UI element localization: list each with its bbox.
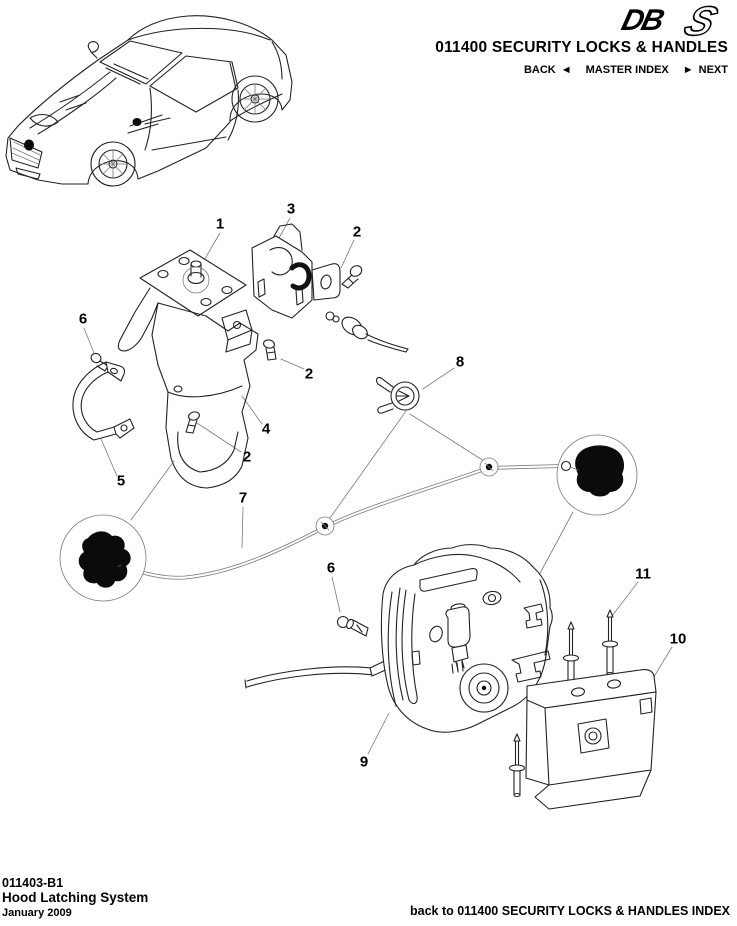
callout-8: 8 <box>455 353 465 371</box>
footer-back-link[interactable]: back to 011400 SECURITY LOCKS & HANDLES … <box>410 904 730 918</box>
actuator-drawing <box>245 545 552 733</box>
callout-4: 4 <box>261 420 271 438</box>
release-handle-location-dot <box>132 118 142 126</box>
nav-master-index-label: MASTER INDEX <box>585 64 669 76</box>
header-nav: BACK ◄ MASTER INDEX ► NEXT <box>524 64 728 76</box>
callout-11: 11 <box>635 565 651 583</box>
grommet-drawing <box>377 377 419 413</box>
screw-drawing-2a <box>342 263 364 288</box>
detail-balloon-right <box>538 435 637 577</box>
nav-next-link[interactable]: ► NEXT <box>683 64 728 76</box>
striker-catch-drawing <box>252 224 408 352</box>
hood-latch-location-dot <box>24 139 34 151</box>
callout-5: 5 <box>116 472 126 490</box>
mounting-bracket-drawing <box>526 670 656 809</box>
release-cable-drawing <box>120 411 562 579</box>
push-pin-drawing-b <box>603 610 618 676</box>
detail-balloon-left <box>60 461 174 601</box>
callout-6a: 6 <box>78 310 88 328</box>
hood-latch-assembly-drawing <box>118 250 258 488</box>
nav-back-label: BACK <box>523 64 556 76</box>
screw-drawing-6a <box>90 352 108 371</box>
push-pin-drawing-a <box>564 622 579 692</box>
next-arrow-icon: ► <box>682 64 694 76</box>
u-bracket-drawing <box>73 362 134 440</box>
nav-back-link[interactable]: BACK ◄ <box>524 64 572 76</box>
dbs-logo-svg: DB S <box>618 2 724 42</box>
nav-next-label: NEXT <box>698 64 728 76</box>
footer-doc-number: 011403-B1 <box>2 876 64 890</box>
nav-master-index-link[interactable]: MASTER INDEX <box>586 64 669 76</box>
callout-2c: 2 <box>242 448 252 466</box>
car-illustration <box>6 16 292 186</box>
callout-6b: 6 <box>326 559 336 577</box>
callout-1: 1 <box>215 215 225 233</box>
dbs-logo: DB S <box>597 2 733 42</box>
callout-10: 10 <box>669 630 687 648</box>
footer-date: January 2009 <box>2 907 72 919</box>
callout-7: 7 <box>238 489 248 507</box>
footer-doc-title: Hood Latching System <box>2 890 149 905</box>
section-title: 011400 SECURITY LOCKS & HANDLES <box>435 39 728 56</box>
callout-2b: 2 <box>304 365 314 383</box>
back-arrow-icon: ◄ <box>560 64 572 76</box>
push-pin-drawing-c <box>510 734 525 797</box>
screw-drawing-2c <box>186 411 200 433</box>
screw-drawing-2b <box>263 339 276 360</box>
callout-3: 3 <box>286 200 296 218</box>
callout-9: 9 <box>359 753 369 771</box>
logo-db-text: DB <box>618 3 667 36</box>
callout-2a: 2 <box>352 223 362 241</box>
screw-drawing-6b <box>338 617 369 637</box>
